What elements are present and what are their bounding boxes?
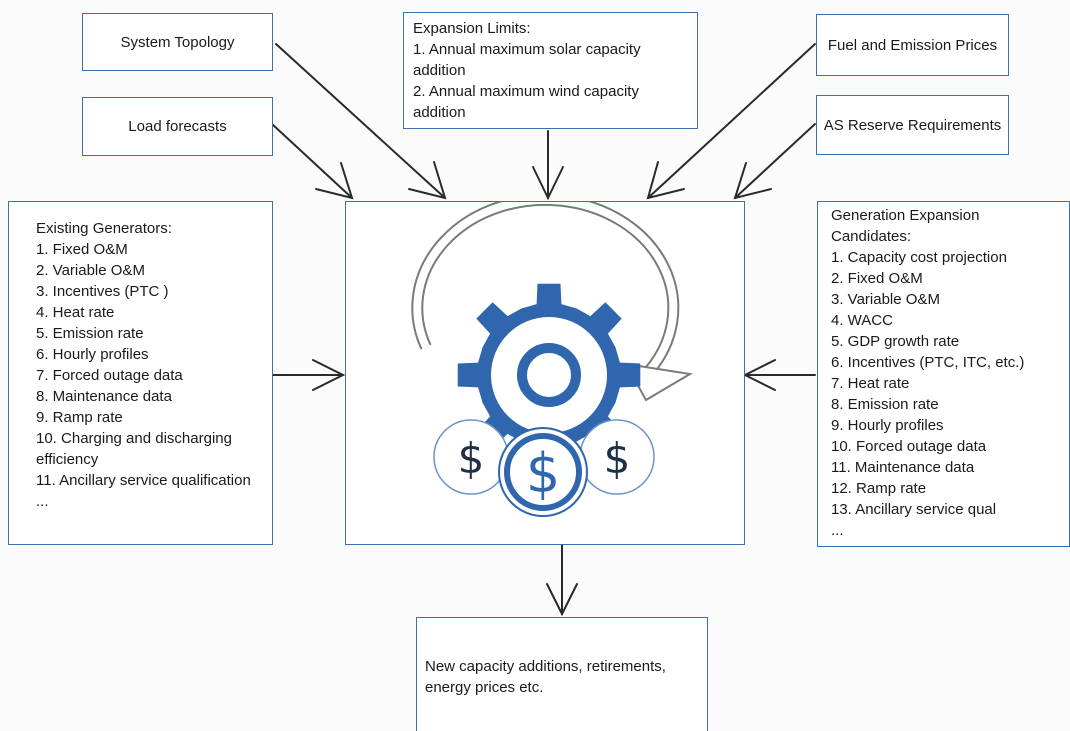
list-item: 10. Charging and discharging efficiency <box>36 430 232 468</box>
dollar-coin-left-icon: $ <box>433 419 509 495</box>
list-item: ... <box>36 493 49 510</box>
arrow-candidates-to-engine <box>742 359 816 391</box>
arrow-existing-to-engine <box>272 359 346 391</box>
engine-box: $ $ $ <box>345 201 745 545</box>
list-item: 13. Ancillary service qual <box>831 501 997 518</box>
load-forecasts-box: Load forecasts <box>82 97 273 156</box>
system-topology-box: System Topology <box>82 13 273 71</box>
list-item: 5. GDP growth rate <box>831 333 960 350</box>
existing-generators-box: Existing Generators: 1. Fixed O&M 2. Var… <box>8 201 273 545</box>
expansion-candidates-list: 1. Capacity cost projection 2. Fixed O&M… <box>831 247 1061 541</box>
engine-graphic: $ $ $ <box>411 202 693 517</box>
list-item: 4. Heat rate <box>36 304 115 321</box>
gear-hub <box>517 343 581 407</box>
expansion-candidates-box: Generation Expansion Candidates: 1. Capa… <box>817 201 1070 547</box>
list-item: 1. Capacity cost projection <box>831 249 1007 266</box>
list-item: 2. Variable O&M <box>36 262 145 279</box>
arrow-reserve-to-engine <box>733 123 816 200</box>
existing-generators-list: 1. Fixed O&M 2. Variable O&M 3. Incentiv… <box>36 239 258 512</box>
as-reserve-requirements-label: AS Reserve Requirements <box>823 116 1002 134</box>
gear-icon <box>457 283 641 467</box>
fuel-emission-prices-box: Fuel and Emission Prices <box>816 14 1009 76</box>
list-item: 9. Hourly profiles <box>831 417 944 434</box>
list-item: 7. Heat rate <box>831 375 910 392</box>
arrow-engine-to-output <box>546 544 578 617</box>
list-item: 5. Emission rate <box>36 325 144 342</box>
list-item: 8. Emission rate <box>831 396 939 413</box>
arrow-limits-to-engine <box>532 130 564 201</box>
list-item: 12. Ramp rate <box>831 480 927 497</box>
list-item: 10. Forced outage data <box>831 438 987 455</box>
output-box: New capacity additions, retirements, ene… <box>416 617 708 731</box>
as-reserve-requirements-box: AS Reserve Requirements <box>816 95 1009 155</box>
list-item: 11. Maintenance data <box>831 459 975 476</box>
list-item: 3. Variable O&M <box>831 291 940 308</box>
list-item: 2. Annual maximum wind capacity addition <box>413 83 639 121</box>
list-item: 3. Incentives (PTC ) <box>36 283 169 300</box>
expansion-limits-title: Expansion Limits: <box>413 20 531 37</box>
list-item: 9. Ramp rate <box>36 409 123 426</box>
list-item: 6. Hourly profiles <box>36 346 149 363</box>
list-item: 11. Ancillary service qualification <box>36 472 251 489</box>
list-item: 6. Incentives (PTC, ITC, etc.) <box>831 354 1025 371</box>
dollar-symbol-left: $ <box>458 434 485 483</box>
list-item: 8. Maintenance data <box>36 388 172 405</box>
dollar-symbol-center: $ <box>526 442 560 505</box>
expansion-limits-list: 1. Annual maximum solar capacity additio… <box>413 39 687 123</box>
list-item: 4. WACC <box>831 312 893 329</box>
list-item: 7. Forced outage data <box>36 367 183 384</box>
dollar-coin-right-icon: $ <box>579 419 655 495</box>
list-item: 2. Fixed O&M <box>831 270 923 287</box>
dollar-symbol-right: $ <box>604 434 631 483</box>
arrow-load-to-engine <box>271 123 354 200</box>
cycle-arrow-icon <box>411 202 693 402</box>
list-item: 1. Fixed O&M <box>36 241 128 258</box>
dollar-coin-center-icon: $ <box>498 427 588 517</box>
list-item: ... <box>831 522 844 539</box>
output-text: New capacity additions, retirements, ene… <box>425 658 666 696</box>
system-topology-label: System Topology <box>120 33 235 51</box>
list-item: 1. Annual maximum solar capacity additio… <box>413 41 641 79</box>
load-forecasts-label: Load forecasts <box>128 118 227 135</box>
existing-generators-title: Existing Generators: <box>36 220 172 237</box>
expansion-candidates-title: Generation Expansion Candidates: <box>831 207 980 245</box>
fuel-emission-prices-label: Fuel and Emission Prices <box>827 36 998 54</box>
expansion-limits-box: Expansion Limits: 1. Annual maximum sola… <box>403 12 698 129</box>
